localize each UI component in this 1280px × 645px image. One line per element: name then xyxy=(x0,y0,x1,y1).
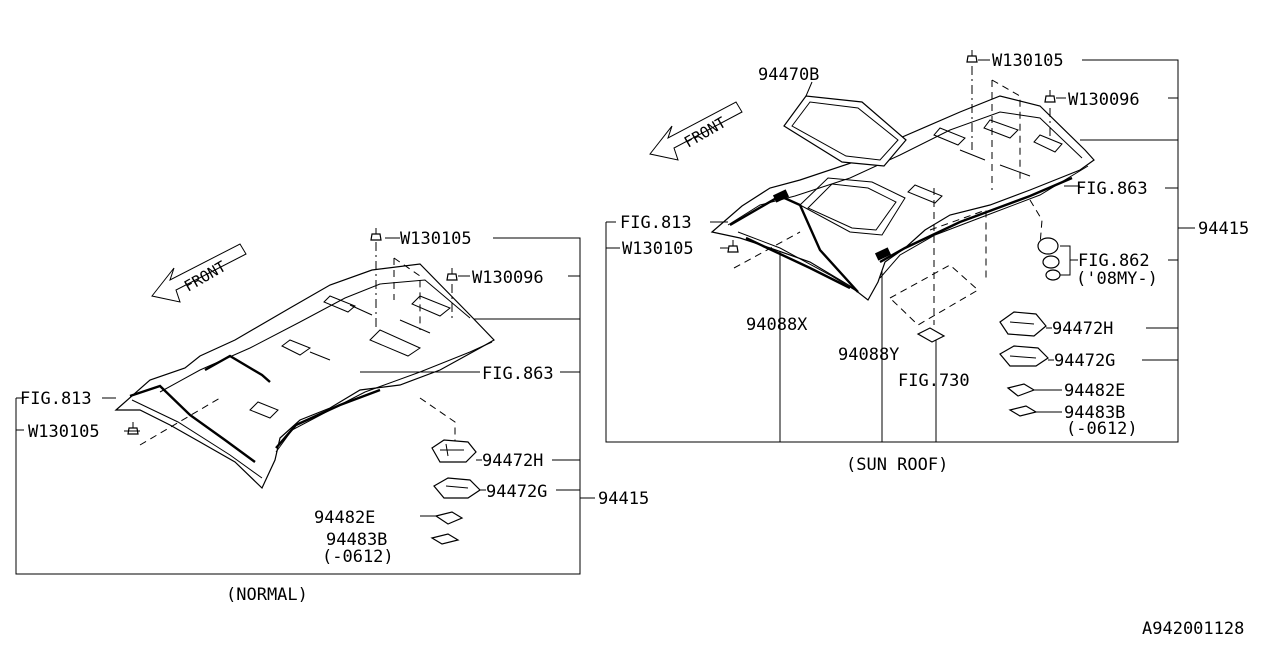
clip-w130105-sr-left-icon xyxy=(727,240,739,253)
label-fig730: FIG.730 xyxy=(898,371,970,391)
clip-w130105-left-icon xyxy=(127,422,139,435)
label-w130105-sr-top: W130105 xyxy=(992,51,1064,71)
front-arrow-sr-icon xyxy=(649,101,743,161)
normal-caption: (NORMAL) xyxy=(226,585,308,605)
lamp-94472g-sr-icon xyxy=(999,345,1049,367)
sunroof-bracket-frame xyxy=(605,59,1195,443)
part-fig730-icon xyxy=(916,327,946,343)
label-94472h-sr: 94472H xyxy=(1052,319,1113,339)
label-94470b: 94470B xyxy=(758,65,819,85)
lamp-94472h-sr-icon xyxy=(999,311,1047,337)
label-w130096: W130096 xyxy=(472,268,544,288)
normal-wire-harness xyxy=(129,384,381,463)
label-w130096-sr: W130096 xyxy=(1068,90,1140,110)
label-94472g-sr: 94472G xyxy=(1054,351,1115,371)
lamp-94472g-icon xyxy=(433,477,481,499)
label-94483b: 94483B xyxy=(326,530,387,550)
sunroof-opening xyxy=(799,177,906,236)
normal-front-label: FRONT xyxy=(181,257,229,295)
sunroof-assembly: FRONT 94470B W130105 W130096 FIG.863 944… xyxy=(605,50,1249,475)
clip-w130096-sr-icon xyxy=(1044,90,1056,103)
foam-94088x-icon xyxy=(772,189,790,203)
label-94088x: 94088X xyxy=(746,315,808,335)
pad-94483b-icon xyxy=(430,533,460,545)
normal-bracket-frame xyxy=(15,237,595,575)
label-94472g: 94472G xyxy=(486,482,547,502)
label-w130105-top: W130105 xyxy=(400,229,472,249)
lamp-94472h-icon xyxy=(431,439,477,463)
clip-w130105-icon xyxy=(370,228,382,241)
sunroof-headliner-panel xyxy=(710,95,1095,301)
normal-headliner-panel xyxy=(114,263,495,490)
normal-assembly: FRONT W130105 W130096 FIG.863 FIG.813 W1… xyxy=(15,228,649,605)
diagram-code: A942001128 xyxy=(1142,619,1244,639)
label-94483b-sr: 94483B xyxy=(1064,403,1125,423)
fig862-parts-icon xyxy=(1037,237,1061,281)
label-fig813-sr: FIG.813 xyxy=(620,213,692,233)
clip-w130096-icon xyxy=(446,268,458,281)
clip-w130105-sr-icon xyxy=(966,50,978,63)
label-94415: 94415 xyxy=(598,489,649,509)
label-w130105-left: W130105 xyxy=(28,422,100,442)
label-fig863: FIG.863 xyxy=(482,364,554,384)
pad-94482e-sr-icon xyxy=(1006,383,1036,397)
label-94482e-sr: 94482E xyxy=(1064,381,1125,401)
pad-94483b-sr-icon xyxy=(1008,405,1038,417)
label-94415-sr: 94415 xyxy=(1198,219,1249,239)
label-94482e: 94482E xyxy=(314,508,375,528)
sunroof-wire-harness xyxy=(729,176,1073,293)
label-w130105-sr-left: W130105 xyxy=(622,239,694,259)
label-94088y: 94088Y xyxy=(838,345,899,365)
label-94483b-note: (-0612) xyxy=(322,547,394,567)
label-fig862: FIG.862 xyxy=(1078,251,1150,271)
label-94483b-sr-note: (-0612) xyxy=(1066,419,1138,439)
label-94472h: 94472H xyxy=(482,451,543,471)
foam-94088y-icon xyxy=(874,247,892,261)
label-fig862-note: ('08MY-) xyxy=(1076,269,1158,289)
front-arrow-icon xyxy=(151,243,247,303)
sunroof-frame-94470b-icon xyxy=(783,95,907,167)
label-fig863-sr: FIG.863 xyxy=(1076,179,1148,199)
sunroof-caption: (SUN ROOF) xyxy=(846,455,948,475)
label-fig813: FIG.813 xyxy=(20,389,92,409)
sunroof-front-label: FRONT xyxy=(681,113,729,151)
pad-94482e-icon xyxy=(434,511,464,525)
